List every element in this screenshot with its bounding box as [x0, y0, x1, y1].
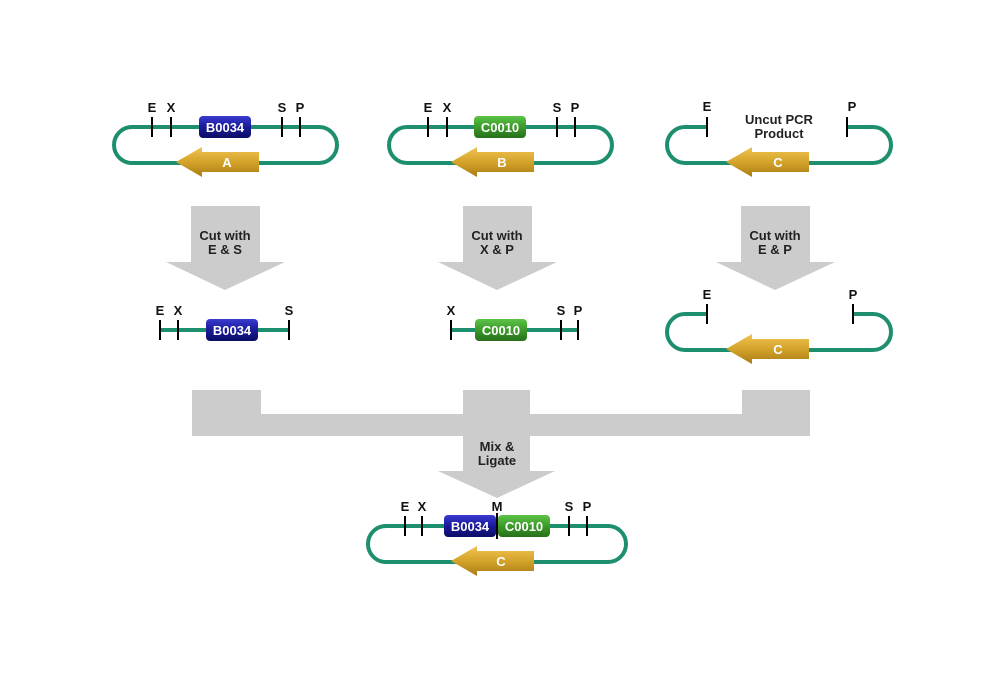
site-label-m: M: [492, 499, 503, 514]
merge-bar: [192, 390, 810, 436]
product-insert-label: C: [496, 554, 506, 569]
site-label-x: X: [443, 100, 452, 115]
fragment-c: E P C: [665, 287, 893, 364]
product-plasmid: E X M S P B0034 C0010 C: [366, 499, 628, 576]
cut-step-a-label-2: E & S: [208, 242, 242, 257]
plasmid-c: E P Uncut PCR Product C: [665, 99, 893, 177]
part-c0010-label: C0010: [505, 519, 543, 534]
plasmid-b: E X S P C0010 B: [387, 100, 614, 177]
site-label-p: P: [296, 100, 305, 115]
ligate-step-label: Mix &: [480, 439, 515, 454]
site-label-e: E: [148, 100, 157, 115]
part-c0010-label: C0010: [482, 323, 520, 338]
merge-flow: Mix & Ligate: [192, 390, 810, 498]
product-insert-arrow: [451, 546, 534, 576]
cut-step-b-label-2: X & P: [480, 242, 514, 257]
site-label-p: P: [583, 499, 592, 514]
cut-step-a: Cut with E & S: [166, 206, 285, 290]
insert-arrow-c: [726, 147, 809, 177]
cut-step-c-label-2: E & P: [758, 242, 792, 257]
part-b0034-label: B0034: [206, 120, 245, 135]
site-label-x: X: [418, 499, 427, 514]
site-label-x: X: [447, 303, 456, 318]
site-label-e: E: [703, 99, 712, 114]
cut-step-b-label: Cut with: [471, 228, 522, 243]
site-label-p: P: [571, 100, 580, 115]
part-b0034-block: [444, 515, 496, 537]
site-label-s: S: [557, 303, 566, 318]
pcr-product-label-2: Product: [754, 126, 804, 141]
part-c0010-label: C0010: [481, 120, 519, 135]
part-b0034-block: [206, 319, 258, 341]
site-label-e: E: [703, 287, 712, 302]
part-b0034-label: B0034: [451, 519, 490, 534]
fragment-c-arrow: [726, 334, 809, 364]
site-label-s: S: [285, 303, 294, 318]
site-label-p: P: [849, 287, 858, 302]
insert-label-b: B: [497, 155, 506, 170]
cut-arrow-b: [438, 206, 557, 290]
site-label-e: E: [401, 499, 410, 514]
product-backbone: [366, 524, 628, 564]
cut-step-b: Cut with X & P: [438, 206, 557, 290]
part-b0034-block: [199, 116, 251, 138]
site-label-s: S: [565, 499, 574, 514]
site-label-p: P: [574, 303, 583, 318]
cut-arrow-a: [166, 206, 285, 290]
part-b0034-label: B0034: [213, 323, 252, 338]
ligate-arrow: [438, 436, 555, 498]
plasmid-b-backbone: [387, 125, 614, 165]
plasmid-a-backbone: [112, 125, 339, 165]
site-label-s: S: [278, 100, 287, 115]
insert-label-a: A: [222, 155, 232, 170]
insert-arrow-a: [176, 147, 259, 177]
site-label-e: E: [156, 303, 165, 318]
ligate-step-label-2: Ligate: [478, 453, 516, 468]
cut-step-c: Cut with E & P: [716, 206, 835, 290]
part-c0010-block: [474, 116, 526, 138]
fragment-a: E X S B0034: [156, 303, 294, 341]
cut-arrow-c: [716, 206, 835, 290]
fragment-b: X S P C0010: [447, 303, 583, 341]
cut-step-c-label: Cut with: [749, 228, 800, 243]
site-label-x: X: [174, 303, 183, 318]
site-label-e: E: [424, 100, 433, 115]
plasmid-a: E X S P B0034 A: [112, 100, 339, 177]
cut-step-a-label: Cut with: [199, 228, 250, 243]
site-label-p: P: [848, 99, 857, 114]
fragment-c-label: C: [773, 342, 783, 357]
pcr-product-label: Uncut PCR: [745, 112, 814, 127]
site-label-s: S: [553, 100, 562, 115]
insert-label-c: C: [773, 155, 783, 170]
part-c0010-block: [475, 319, 527, 341]
site-label-x: X: [167, 100, 176, 115]
part-c0010-block: [498, 515, 550, 537]
insert-arrow-b: [451, 147, 534, 177]
